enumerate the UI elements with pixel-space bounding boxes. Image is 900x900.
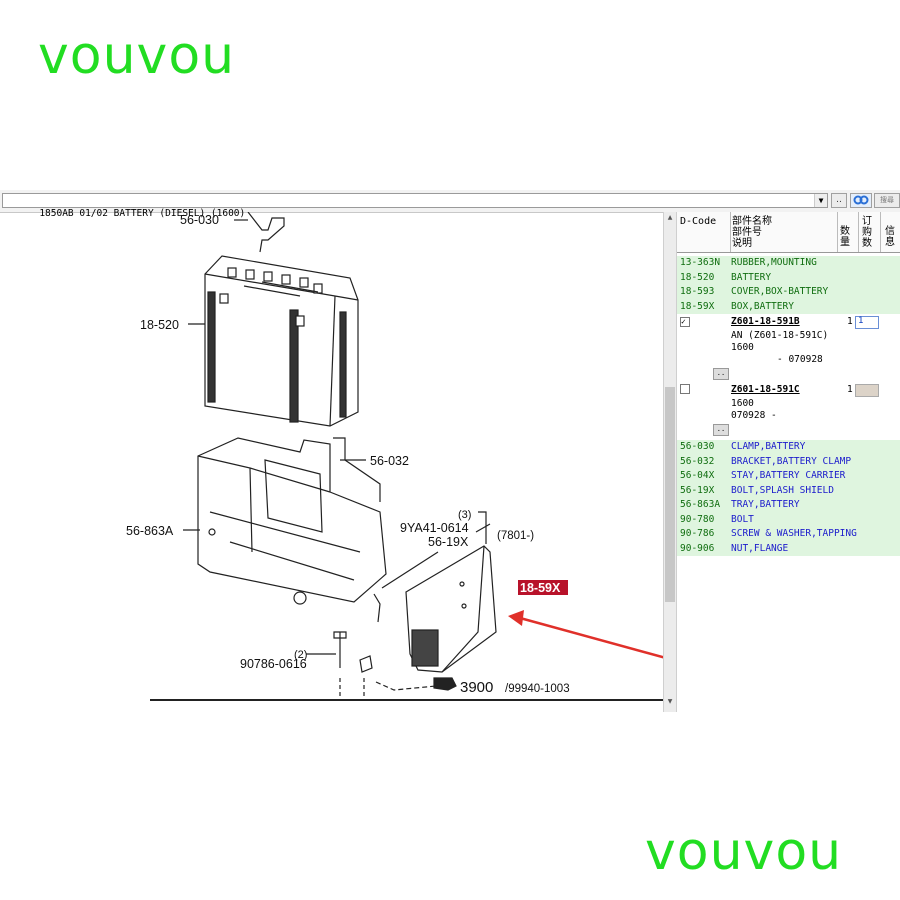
label-56-030[interactable]: 56-030 [180,213,219,227]
search-button[interactable]: 搜尋 [874,193,900,208]
section-select[interactable]: 1850AB 01/02 BATTERY (DIESEL) (1600) ▼ [2,193,828,219]
clamp-shape [247,212,285,253]
part-number-link[interactable]: Z601-18-591C [731,384,800,395]
section-select-value: 1850AB 01/02 BATTERY (DIESEL) (1600) [39,208,246,219]
part-note: 1600 [731,398,754,409]
parts-catalog-window: 1850AB 01/02 BATTERY (DIESEL) (1600) ▼ .… [0,190,900,712]
part-number-link[interactable]: Z601-18-591B [731,316,800,327]
battery-stripe [207,291,216,403]
label-99940-1003[interactable]: /99940-1003 [505,683,570,695]
label-56-863a[interactable]: 56-863A [126,524,174,538]
shield-hole [461,603,467,609]
battery-stripe [289,309,299,423]
scroll-down-icon[interactable]: ▼ [667,698,673,705]
battery-corner-edge [329,295,336,427]
bolt-90786 [333,631,347,668]
watermark-top: vouvou [38,26,236,86]
diagram-scrollbar[interactable]: ▲ ▼ [663,212,677,712]
red-arrow-head [508,610,524,626]
parts-list-header: D-Code 部件名称 部件号 说明 数 量 订 购 数 信 息 [677,212,900,253]
label-18-59x[interactable]: 18-59X [520,581,561,595]
exploded-view-diagram: 56-030 18-520 56-032 56-863A (3) 9YA41-0… [126,212,663,701]
shield-fold [441,545,485,673]
dashed-guides [339,678,365,696]
part-date-range: 070928 - [731,410,777,421]
label-18-520[interactable]: 18-520 [140,318,179,332]
shield-tab [411,629,439,667]
link-icon[interactable] [850,193,872,208]
part-qty: 1 [847,316,853,327]
part-date-range: - 070928 [777,354,823,365]
part-checkbox[interactable] [680,384,690,394]
scrollbar-thumb[interactable] [665,387,675,602]
battery-body [204,255,359,427]
leader-bracket [475,511,491,544]
chain-link-icon [853,195,869,205]
stay-bracket [333,437,381,502]
detail-button[interactable]: .. [713,424,729,436]
label-9ya41-0614[interactable]: 9YA41-0614 [400,521,469,535]
order-qty-input-disabled [855,384,879,397]
red-arrow-line [519,616,663,659]
watermark-bottom: vouvou [645,822,843,882]
tray-edges [197,455,331,553]
battery-tray [197,437,387,603]
header-info[interactable]: 信 息 [885,226,895,248]
tray-inner-wall [264,459,323,533]
pointer-hand-icon [433,677,457,691]
scroll-up-icon[interactable]: ▲ [667,214,673,221]
header-order-qty[interactable]: 订 购 数 [862,216,872,249]
header-part-name[interactable]: 部件名称 部件号 说明 [732,216,772,249]
part-note: AN (Z601-18-591C) [731,330,829,341]
dashed-leader [375,681,437,691]
label-90786-0616[interactable]: 90786-0616 [240,657,307,671]
part-note: 1600 [731,342,754,353]
label-56-19x[interactable]: 56-19X [428,535,469,549]
detail-button[interactable]: .. [713,368,729,380]
leader-56-19x [381,551,439,589]
battery-terminals [219,267,323,327]
tray-floor-lines [209,511,361,581]
label-7801: (7801-) [497,530,534,542]
shield-hole [459,581,465,587]
header-qty[interactable]: 数 量 [840,226,850,248]
order-qty-input[interactable]: 1 [855,316,879,329]
toolbar: 1850AB 01/02 BATTERY (DIESEL) (1600) ▼ .… [0,190,900,219]
tray-hole [208,528,216,536]
header-dcode[interactable]: D-Code [680,216,717,227]
nut-flange [359,655,373,673]
chevron-down-icon[interactable]: ▼ [814,194,827,207]
bolt-9ya41 [373,593,381,623]
label-56-032[interactable]: 56-032 [370,454,409,468]
battery-stripe [339,311,347,418]
browse-button[interactable]: .. [831,193,847,208]
label-qty-3: (3) [458,509,471,521]
label-qty-2: (2) [294,649,307,661]
tray-hook [293,591,307,605]
highlight-box [518,580,568,595]
battery-vents [243,281,319,297]
label-3900[interactable]: 3900 [460,679,493,696]
annotation-arrow [508,610,663,659]
parts-list-panel: D-Code 部件名称 部件号 说明 数 量 订 购 数 信 息 [677,212,900,712]
part-checkbox-checked[interactable]: ✓ [680,317,690,327]
part-qty: 1 [847,384,853,395]
parts-diagram: 56-030 18-520 56-032 56-863A (3) 9YA41-0… [0,212,663,712]
